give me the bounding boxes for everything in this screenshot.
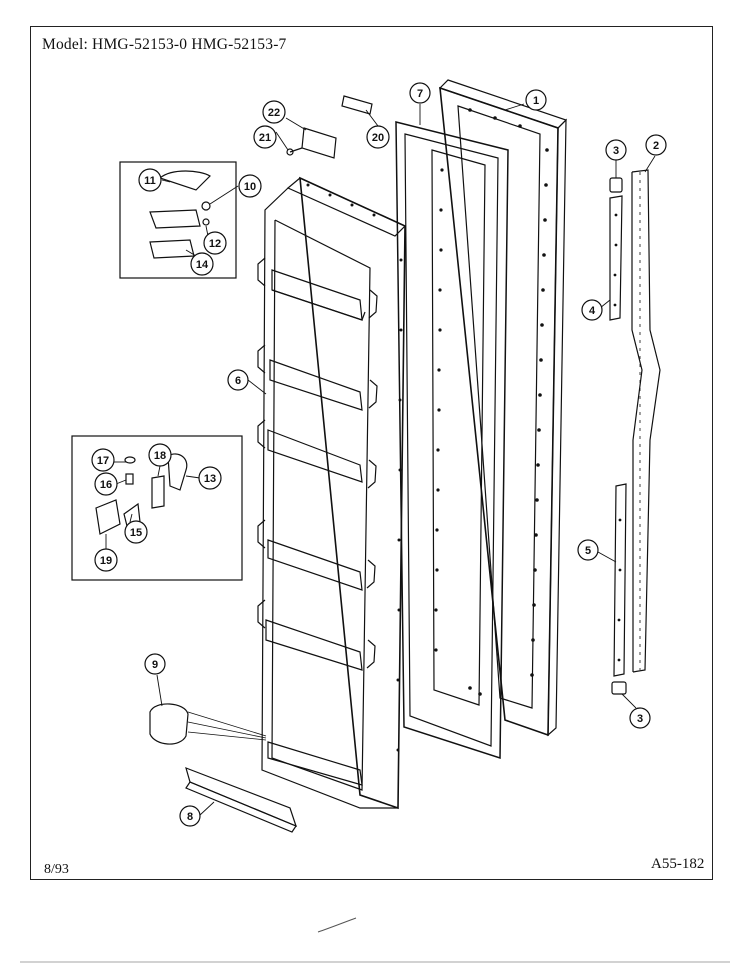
svg-text:6: 6 bbox=[235, 375, 241, 387]
svg-text:3: 3 bbox=[613, 145, 619, 157]
svg-text:2: 2 bbox=[653, 140, 659, 152]
outer-door-panel bbox=[438, 79, 568, 737]
bracket-upper bbox=[609, 195, 623, 321]
callout-6: 6 bbox=[227, 369, 249, 391]
callout-15: 15 bbox=[124, 520, 148, 544]
callout-1: 1 bbox=[525, 89, 547, 111]
callout-7: 7 bbox=[409, 82, 431, 104]
callout-13: 13 bbox=[198, 466, 222, 490]
svg-text:9: 9 bbox=[152, 659, 158, 671]
callout-21: 21 bbox=[253, 125, 277, 149]
diagram-frame bbox=[30, 26, 713, 880]
callout-8: 8 bbox=[179, 805, 201, 827]
svg-text:4: 4 bbox=[589, 305, 596, 317]
end-cap-top bbox=[609, 177, 623, 193]
callout-16: 16 bbox=[94, 472, 118, 496]
svg-text:20: 20 bbox=[372, 132, 384, 144]
svg-text:15: 15 bbox=[130, 527, 142, 539]
svg-text:16: 16 bbox=[100, 479, 112, 491]
svg-text:10: 10 bbox=[244, 181, 256, 193]
svg-text:17: 17 bbox=[97, 455, 109, 467]
door-gasket bbox=[395, 121, 509, 760]
callout-19: 19 bbox=[94, 548, 118, 572]
callout-3-top: 3 bbox=[605, 139, 627, 161]
svg-text:14: 14 bbox=[196, 259, 209, 271]
callout-18: 18 bbox=[148, 443, 172, 467]
hinge-inset-lower bbox=[71, 435, 243, 581]
svg-text:13: 13 bbox=[204, 473, 216, 485]
inner-door-liner bbox=[257, 176, 407, 810]
svg-text:11: 11 bbox=[144, 175, 156, 187]
callout-12: 12 bbox=[203, 231, 227, 255]
svg-text:12: 12 bbox=[209, 238, 221, 250]
svg-text:22: 22 bbox=[268, 107, 280, 119]
figure-id-label: A55-182 bbox=[651, 856, 705, 872]
svg-text:7: 7 bbox=[417, 88, 423, 100]
callout-17: 17 bbox=[91, 448, 115, 472]
callout-9: 9 bbox=[144, 653, 166, 675]
callout-5: 5 bbox=[577, 539, 599, 561]
scan-marks bbox=[20, 917, 730, 963]
callout-10: 10 bbox=[238, 174, 262, 198]
svg-text:8: 8 bbox=[187, 811, 193, 823]
callout-2: 2 bbox=[645, 134, 667, 156]
bracket-lower bbox=[613, 483, 627, 677]
callout-20: 20 bbox=[366, 125, 390, 149]
callout-3-bottom: 3 bbox=[629, 707, 651, 729]
callouts: 1 7 2 3 4 5 3 6 8 9 20 21 22 11 10 12 14… bbox=[91, 82, 667, 827]
svg-text:3: 3 bbox=[637, 713, 643, 725]
callout-4: 4 bbox=[581, 299, 603, 321]
door-trim-strip bbox=[631, 169, 661, 673]
svg-text:21: 21 bbox=[259, 132, 271, 144]
hinge-inset-upper bbox=[119, 161, 237, 279]
cam-detail bbox=[149, 703, 267, 745]
end-cap-bottom bbox=[611, 681, 627, 695]
callout-11: 11 bbox=[138, 168, 162, 192]
model-label: Model: HMG-52153-0 HMG-52153-7 bbox=[42, 36, 287, 53]
date-label: 8/93 bbox=[44, 862, 69, 877]
latch-parts bbox=[286, 95, 373, 159]
callout-14: 14 bbox=[190, 252, 214, 276]
bottom-trim bbox=[185, 767, 297, 833]
svg-text:18: 18 bbox=[154, 450, 166, 462]
svg-text:5: 5 bbox=[585, 545, 591, 557]
svg-text:19: 19 bbox=[100, 555, 112, 567]
leader-lines bbox=[105, 103, 656, 816]
svg-text:1: 1 bbox=[533, 95, 539, 107]
callout-22: 22 bbox=[262, 100, 286, 124]
